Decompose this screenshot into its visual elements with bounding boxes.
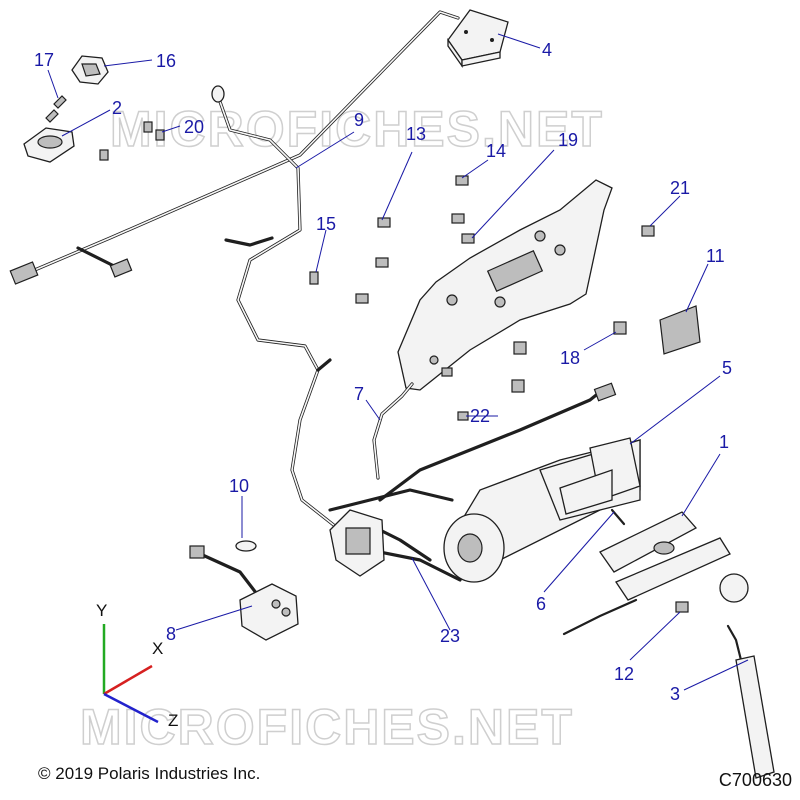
x-axis-line	[103, 664, 153, 696]
callout-8: 8	[166, 624, 176, 644]
callout-6: 6	[536, 594, 546, 614]
small-screws	[45, 95, 165, 161]
callout-14: 14	[486, 141, 506, 161]
mount-bracket	[23, 127, 75, 163]
copyright-text: © 2019 Polaris Industries Inc.	[38, 764, 261, 783]
x-axis-label: X	[152, 639, 163, 658]
relay	[189, 545, 299, 641]
contactor	[329, 509, 385, 577]
z-axis-label: Z	[168, 711, 178, 730]
callout-7: 7	[354, 384, 364, 404]
callout-17: 17	[34, 50, 54, 70]
watermark-bottom: MICROFICHES.NET	[80, 699, 574, 755]
main-wire-harness	[9, 10, 460, 285]
callout-20: 20	[184, 117, 204, 137]
callout-11: 11	[706, 246, 725, 266]
callout-1: 1	[719, 432, 729, 452]
callout-5: 5	[722, 358, 732, 378]
control-module	[447, 9, 509, 69]
bolts	[309, 175, 655, 421]
z-axis-line	[103, 692, 159, 724]
callout-15: 15	[316, 214, 336, 234]
decal	[659, 305, 701, 355]
callout-4: 4	[542, 40, 552, 60]
mounting-plate	[397, 179, 613, 391]
callout-labels: 1 2 3 4 5 6 7 8 9 10 11 12 13 14 15 16 1…	[34, 40, 732, 704]
callout-18: 18	[560, 348, 580, 368]
battery-cable	[372, 382, 617, 502]
diagram-code: C700630	[718, 770, 792, 790]
callout-10: 10	[229, 476, 249, 496]
coordinate-axes: Y X Z	[96, 601, 178, 730]
callout-19: 19	[558, 130, 578, 150]
callout-9: 9	[354, 110, 364, 130]
callout-2: 2	[112, 98, 122, 118]
cable-clamp	[235, 540, 257, 552]
callout-13: 13	[406, 124, 426, 144]
watermark-top: MICROFICHES.NET	[110, 101, 604, 157]
callout-leaders	[47, 33, 749, 691]
winch	[443, 437, 641, 583]
harness-clip	[71, 55, 109, 85]
callout-23: 23	[440, 626, 460, 646]
callout-16: 16	[156, 51, 176, 71]
screw	[675, 601, 689, 613]
callout-12: 12	[614, 664, 634, 684]
winch-hook	[562, 573, 775, 779]
y-axis-label: Y	[96, 601, 107, 620]
winch-harness	[211, 85, 342, 532]
fairlead-bracket	[599, 511, 731, 601]
callout-3: 3	[670, 684, 680, 704]
callout-22: 22	[470, 406, 490, 426]
callout-21: 21	[670, 178, 690, 198]
